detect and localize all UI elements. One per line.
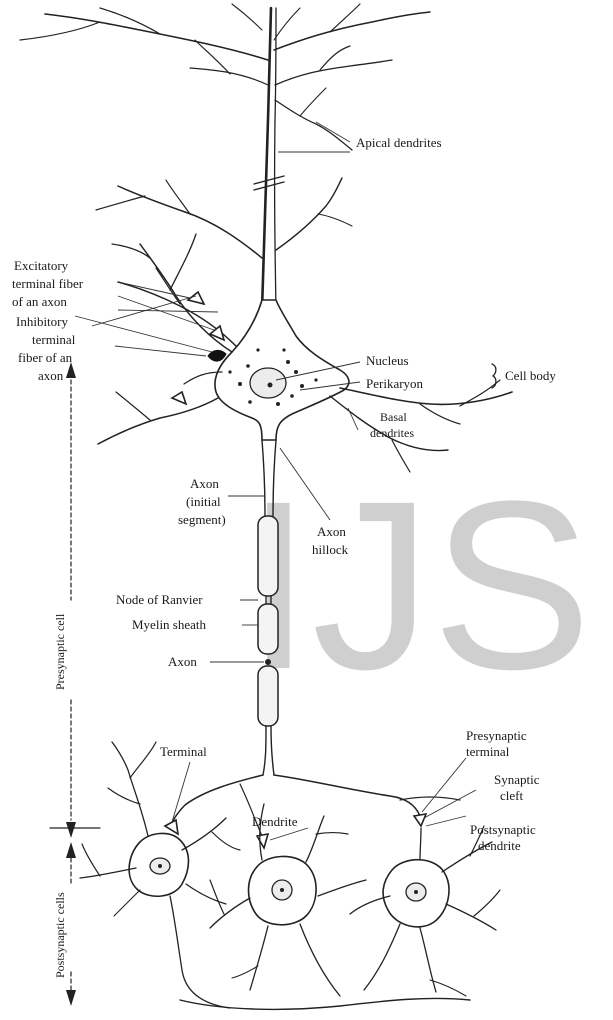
watermark: IJS: [245, 451, 592, 719]
label-axon-initial-3: segment): [178, 512, 226, 527]
label-node-of-ranvier: Node of Ranvier: [116, 592, 203, 607]
pyramidal-cell-body: [215, 300, 349, 440]
label-axon-hillock-1: Axon: [317, 524, 346, 539]
label-synaptic-cleft-2: cleft: [500, 788, 523, 803]
myelin-segment-2: [258, 604, 278, 654]
label-cell-body: Cell body: [505, 368, 556, 383]
label-synaptic-cleft-1: Synaptic: [494, 772, 540, 787]
label-postsynaptic-cells: Postsynaptic cells: [53, 892, 67, 978]
label-inhibitory-2: terminal: [32, 332, 76, 347]
label-inhibitory-3: fiber of an: [18, 350, 73, 365]
label-postsynaptic-dendrite-2: dendrite: [478, 838, 521, 853]
label-myelin-sheath: Myelin sheath: [132, 617, 207, 632]
left-dendrites: [98, 234, 236, 444]
label-excitatory-2: terminal fiber: [12, 276, 84, 291]
postsynaptic-cell-2: [210, 804, 366, 996]
apical-lower-branches: [96, 178, 352, 258]
label-excitatory-3: of an axon: [12, 294, 67, 309]
label-terminal: Terminal: [160, 744, 207, 759]
label-axon: Axon: [168, 654, 197, 669]
label-inhibitory-4: axon: [38, 368, 64, 383]
label-presynaptic-terminal-1: Presynaptic: [466, 728, 527, 743]
label-excitatory-1: Excitatory: [14, 258, 69, 273]
label-nucleus: Nucleus: [366, 353, 409, 368]
postsynaptic-arrow: [66, 842, 76, 1006]
bottom-dendrite-line: [180, 998, 470, 1009]
label-axon-initial-2: (initial: [186, 494, 221, 509]
label-axon-initial-1: Axon: [190, 476, 219, 491]
label-presynaptic-cell: Presynaptic cell: [53, 613, 67, 690]
label-perikaryon: Perikaryon: [366, 376, 424, 391]
label-inhibitory-1: Inhibitory: [16, 314, 68, 329]
label-postsynaptic-dendrite-1: Postsynaptic: [470, 822, 536, 837]
postsynaptic-cell-1: [80, 742, 240, 1008]
label-axon-hillock-2: hillock: [312, 542, 349, 557]
label-apical-dendrites: Apical dendrites: [356, 135, 442, 150]
myelin-segment-3: [258, 666, 278, 726]
myelin-segment-1: [258, 516, 278, 596]
label-basal-1: Basal: [380, 410, 407, 424]
presynaptic-arrow: [66, 362, 76, 838]
label-dendrite: Dendrite: [252, 814, 298, 829]
label-basal-2: dendrites: [370, 426, 414, 440]
label-presynaptic-terminal-2: terminal: [466, 744, 510, 759]
nucleus-shape: [250, 368, 286, 398]
apical-dendrites-drawing: [20, 4, 430, 310]
